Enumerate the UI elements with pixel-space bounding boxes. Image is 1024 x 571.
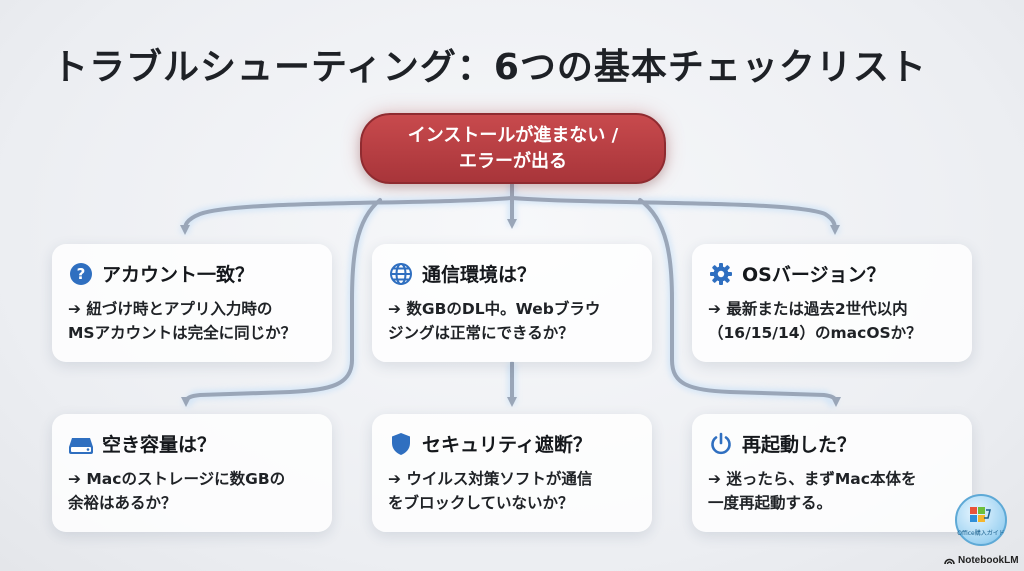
card-line-2: （16/15/14）のmacOSか？	[708, 324, 922, 342]
office-guide-logo: Office購入ガイド	[955, 494, 1007, 546]
gear-icon	[708, 261, 734, 287]
check-card-restart: 再起動した？ ➔ 迷ったら、まずMac本体を 一度再起動する。	[692, 414, 972, 532]
svg-text:?: ?	[77, 265, 86, 283]
cart-icon	[970, 506, 991, 522]
card-title: 通信環境は？	[422, 264, 537, 286]
card-title: OSバージョン？	[742, 264, 886, 286]
power-icon	[708, 431, 734, 457]
card-line-2: MSアカウントは完全に同じか？	[68, 324, 297, 342]
card-title: セキュリティ遮断？	[422, 434, 592, 456]
root-line-1: インストールが進まない /	[407, 124, 619, 146]
question-icon: ?	[68, 261, 94, 287]
shield-icon	[388, 431, 414, 457]
card-line-1: ➔ 最新または過去2世代以内	[708, 300, 908, 318]
notebooklm-icon	[944, 558, 955, 565]
brand-watermark: NotebookLM	[944, 555, 1019, 566]
card-line-2: 余裕はあるか？	[68, 494, 177, 512]
drive-icon	[68, 431, 94, 457]
card-line-2: 一度再起動する。	[708, 494, 833, 512]
connector-root-to-account	[180, 196, 514, 235]
card-line-1: ➔ Macのストレージに数GBの	[68, 470, 286, 488]
card-line-1: ➔ ウイルス対策ソフトが通信	[388, 470, 593, 488]
card-title: 再起動した？	[742, 434, 857, 456]
brand-name: NotebookLM	[958, 555, 1019, 566]
connector-root-to-storage	[181, 198, 382, 407]
connector-root-to-restart	[638, 198, 841, 407]
check-card-storage: 空き容量は？ ➔ Macのストレージに数GBの 余裕はあるか？	[52, 414, 332, 532]
card-line-2: をブロックしていないか？	[388, 494, 574, 512]
check-card-network: 通信環境は？ ➔ 数GBのDL中。Webブラウ ジングは正常にできるか？	[372, 244, 652, 362]
check-card-os-version: OSバージョン？ ➔ 最新または過去2世代以内 （16/15/14）のmacOS…	[692, 244, 972, 362]
root-line-2: エラーが出る	[459, 150, 567, 172]
card-title: アカウント一致？	[102, 264, 255, 286]
check-card-security: セキュリティ遮断？ ➔ ウイルス対策ソフトが通信 をブロックしていないか？	[372, 414, 652, 532]
card-line-2: ジングは正常にできるか？	[388, 324, 574, 342]
root-problem-node: インストールが進まない / エラーが出る	[360, 113, 666, 184]
card-title: 空き容量は？	[102, 434, 217, 456]
card-line-1: ➔ 紐づけ時とアプリ入力時の	[68, 300, 273, 318]
card-line-1: ➔ 迷ったら、まずMac本体を	[708, 470, 917, 488]
check-card-account: ? アカウント一致？ ➔ 紐づけ時とアプリ入力時の MSアカウントは完全に同じか…	[52, 244, 332, 362]
connector-root-to-os	[510, 196, 840, 235]
card-line-1: ➔ 数GBのDL中。Webブラウ	[388, 300, 601, 318]
logo-text: Office購入ガイド	[957, 529, 1005, 537]
globe-icon	[388, 261, 414, 287]
page-title: トラブルシューティング：6つの基本チェックリスト	[52, 47, 927, 88]
